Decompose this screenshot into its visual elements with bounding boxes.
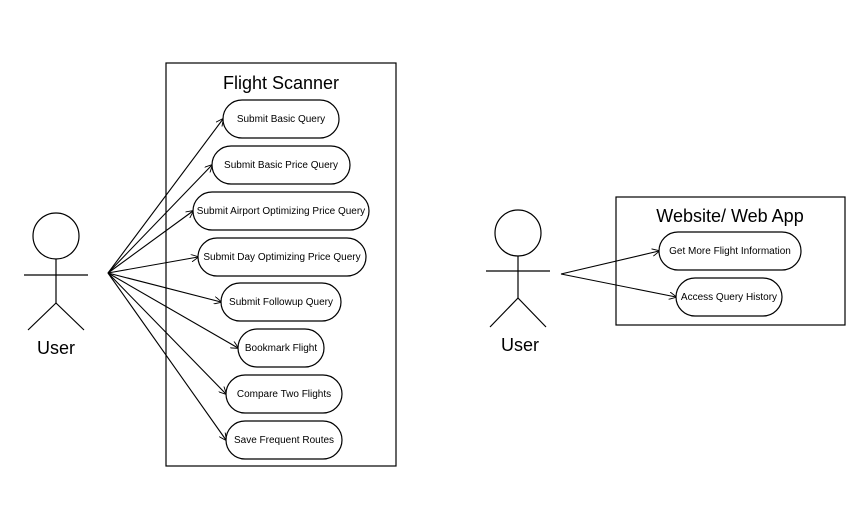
use-case-get-more-flight-information[interactable]: Get More Flight Information (658, 231, 802, 271)
actor-label: User (501, 335, 539, 355)
use-case-submit-followup-query[interactable]: Submit Followup Query (220, 282, 342, 322)
association-line (107, 165, 212, 274)
system-title: Website/ Web App (656, 206, 803, 226)
use-case-label: Submit Basic Price Query (224, 160, 338, 171)
use-case-label: Submit Airport Optimizing Price Query (197, 206, 365, 217)
actor-leg (55, 302, 85, 331)
use-case-label: Save Frequent Routes (234, 435, 334, 446)
use-case-label: Submit Followup Query (229, 297, 333, 308)
system-flight-scanner: Flight Scanner (165, 62, 397, 467)
use-case-label: Get More Flight Information (669, 246, 791, 257)
actor-label: User (37, 338, 75, 358)
association-line (107, 272, 238, 348)
association-line (107, 272, 226, 394)
system-title: Flight Scanner (223, 73, 339, 93)
use-case-label: Compare Two Flights (237, 389, 331, 400)
associations-left (107, 119, 238, 440)
association-line (560, 251, 659, 275)
actor-leg (489, 297, 519, 328)
use-case-submit-day-optimizing-price-query[interactable]: Submit Day Optimizing Price Query (197, 237, 367, 277)
use-case-label: Submit Basic Query (237, 114, 325, 125)
association-line (107, 257, 198, 274)
association-line (107, 211, 193, 274)
actor-user-right: User (486, 209, 550, 355)
use-case-save-frequent-routes[interactable]: Save Frequent Routes (225, 420, 343, 460)
use-case-label: Access Query History (681, 292, 777, 303)
associations-right (560, 251, 676, 297)
actor-leg (517, 297, 547, 328)
actor-leg (27, 302, 57, 331)
actor-head (494, 209, 542, 257)
use-case-label: Submit Day Optimizing Price Query (203, 252, 360, 263)
use-case-submit-airport-optimizing-price-query[interactable]: Submit Airport Optimizing Price Query (192, 191, 370, 231)
system-boundary (165, 62, 397, 467)
association-line (560, 273, 676, 297)
actor-head (32, 212, 80, 260)
association-line (107, 272, 226, 440)
use-case-submit-basic-query[interactable]: Submit Basic Query (222, 99, 340, 139)
actor-user-left: User (24, 212, 88, 358)
use-case-label: Bookmark Flight (245, 343, 317, 354)
association-line (107, 119, 223, 274)
use-case-compare-two-flights[interactable]: Compare Two Flights (225, 374, 343, 414)
use-case-access-query-history[interactable]: Access Query History (675, 277, 783, 317)
use-case-submit-basic-price-query[interactable]: Submit Basic Price Query (211, 145, 351, 185)
use-case-bookmark-flight[interactable]: Bookmark Flight (237, 328, 325, 368)
association-line (107, 272, 221, 302)
